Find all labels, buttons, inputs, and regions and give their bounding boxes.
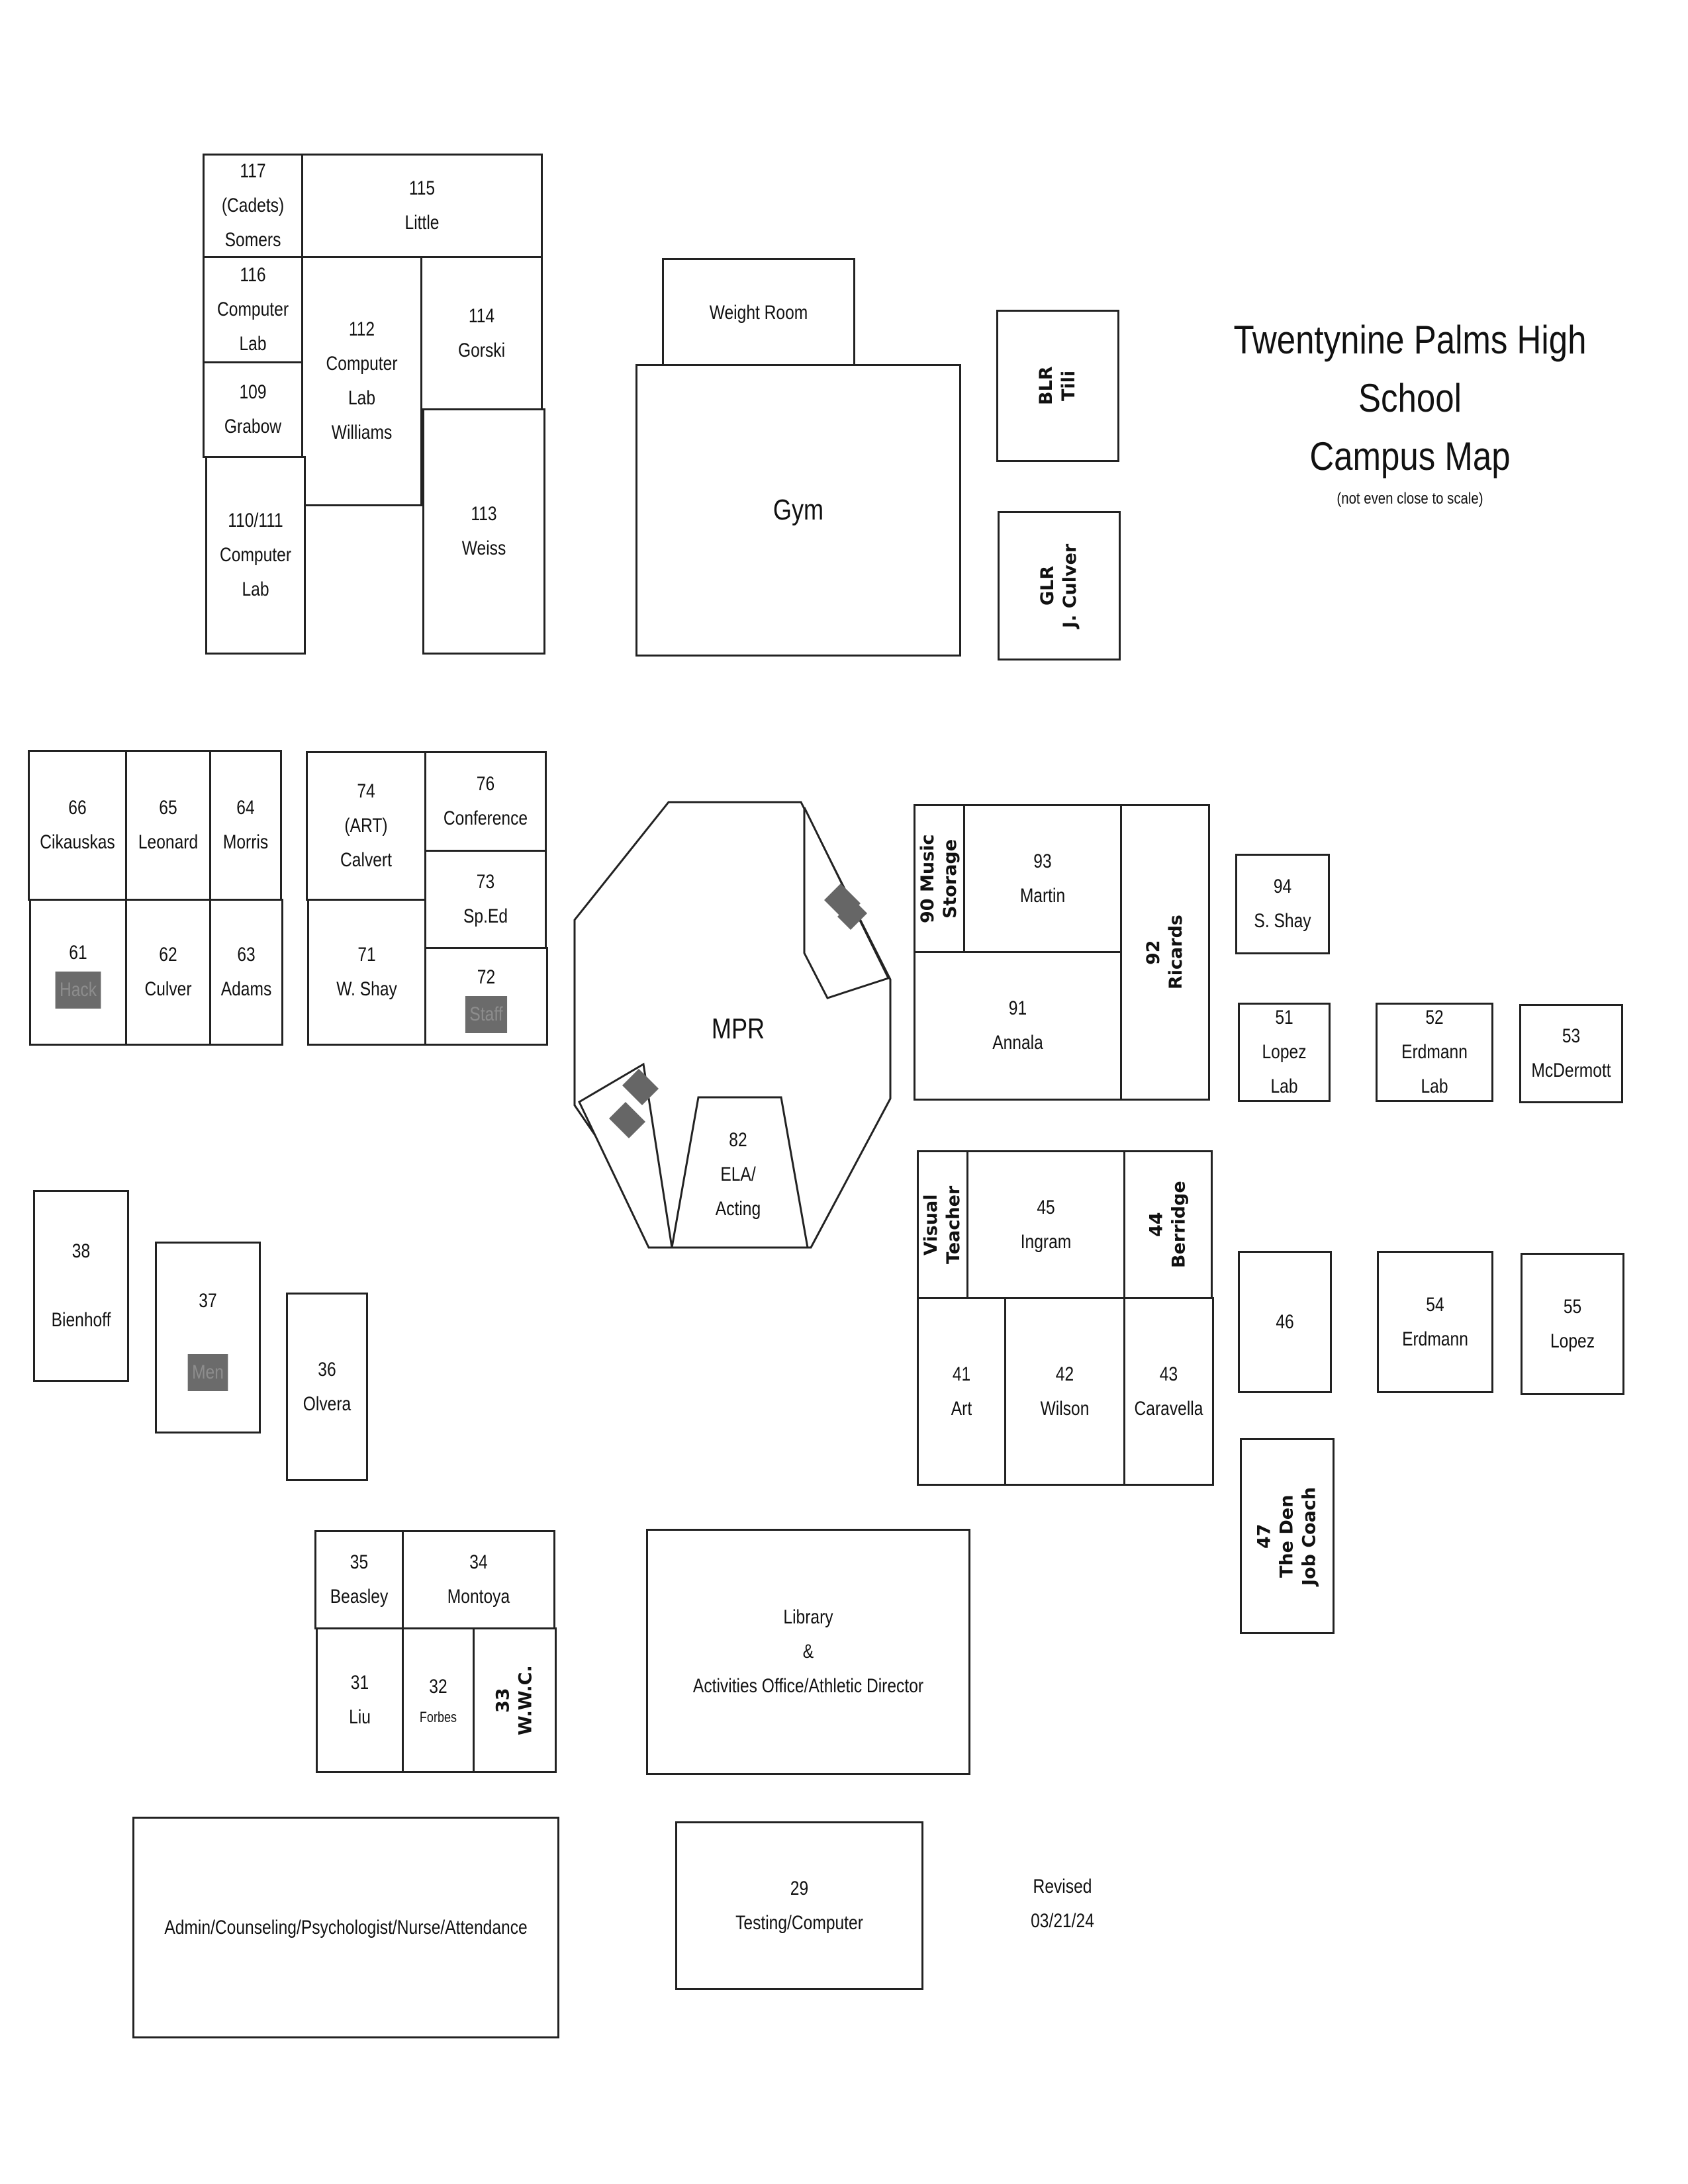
room-35[interactable]: 35 Beasley — [314, 1530, 404, 1629]
room-52[interactable]: 52 Erdmann Lab — [1376, 1003, 1493, 1102]
blr-tili[interactable]: BLR Tili — [996, 310, 1119, 462]
room-116[interactable]: 116 Computer Lab — [203, 256, 303, 363]
room-53[interactable]: 53 McDermott — [1519, 1004, 1623, 1103]
room-71[interactable]: 71 W. Shay — [307, 899, 426, 1046]
room-32-name: Forbes — [419, 1709, 457, 1725]
weight-room[interactable]: Weight Room — [662, 258, 855, 367]
room-41[interactable]: 41 Art — [917, 1297, 1006, 1486]
room-31[interactable]: 31 Liu — [316, 1627, 404, 1773]
room-45[interactable]: 45 Ingram — [966, 1150, 1125, 1299]
room-47[interactable]: 47 The Den Job Coach — [1240, 1438, 1335, 1634]
room-63[interactable]: 63 Adams — [209, 899, 283, 1046]
room-114[interactable]: 114 Gorski — [420, 256, 543, 410]
room-33[interactable]: 33 W.W.C. — [473, 1627, 557, 1773]
room-44[interactable]: 44 Berridge — [1123, 1150, 1213, 1299]
room-112[interactable]: 112 Computer Lab Williams — [301, 256, 422, 506]
room-72-redacted-label: Staff — [465, 995, 508, 1033]
admin-office[interactable]: Admin/Counseling/Psychologist/Nurse/Atte… — [132, 1817, 559, 2038]
mpr-shaded-marks — [609, 884, 867, 1138]
room-29[interactable]: 29 Testing/Computer — [675, 1821, 923, 1990]
map-subtitle: Campus Map — [1309, 434, 1511, 478]
glr-j-culver[interactable]: GLR J. Culver — [998, 511, 1121, 660]
gym[interactable]: Gym — [635, 364, 961, 657]
room-72-number: 72 — [477, 966, 496, 988]
room-66[interactable]: 66 Cikauskas — [28, 750, 127, 901]
room-51[interactable]: 51 Lopez Lab — [1238, 1003, 1331, 1102]
room-93[interactable]: 93 Martin — [963, 804, 1122, 953]
room-113[interactable]: 113 Weiss — [422, 408, 545, 655]
room-32-number: 32 — [429, 1676, 447, 1698]
room-42[interactable]: 42 Wilson — [1004, 1297, 1125, 1486]
room-55[interactable]: 55 Lopez — [1521, 1253, 1624, 1395]
visual-teacher-room[interactable]: Visual Teacher — [917, 1150, 968, 1299]
room-54[interactable]: 54 Erdmann — [1377, 1251, 1493, 1393]
room-37-number: 37 — [199, 1290, 217, 1312]
room-110-111[interactable]: 110/111 Computer Lab — [205, 456, 306, 655]
school-name: Twentynine Palms High School — [1233, 318, 1587, 420]
room-62[interactable]: 62 Culver — [125, 899, 211, 1046]
room-109[interactable]: 109 Grabow — [203, 361, 303, 458]
library-activities-office[interactable]: Library & Activities Office/Athletic Dir… — [646, 1529, 970, 1775]
room-38[interactable]: 38 Bienhoff — [33, 1190, 129, 1382]
room-94[interactable]: 94 S. Shay — [1235, 854, 1330, 954]
room-61-redacted-label: Hack — [55, 972, 101, 1009]
room-37-redacted-label: Men — [187, 1354, 228, 1391]
room-92[interactable]: 92 Ricards — [1120, 804, 1210, 1101]
room-90-music-storage[interactable]: 90 Music Storage — [914, 804, 965, 953]
room-43[interactable]: 43 Caravella — [1123, 1297, 1214, 1486]
room-64[interactable]: 64 Morris — [209, 750, 282, 901]
room-36[interactable]: 36 Olvera — [286, 1293, 368, 1481]
room-76[interactable]: 76 Conference — [424, 751, 547, 852]
revision-date: Revised 03/21/24 — [1031, 1876, 1094, 1932]
room-82-outline — [671, 1096, 809, 1249]
room-117[interactable]: 117 (Cadets) Somers — [203, 154, 303, 258]
room-65[interactable]: 65 Leonard — [125, 750, 211, 901]
room-115[interactable]: 115 Little — [301, 154, 543, 258]
room-34[interactable]: 34 Montoya — [402, 1530, 555, 1629]
mpr-label: MPR — [711, 1013, 765, 1045]
scale-note: (not even close to scale) — [1336, 490, 1483, 508]
room-91[interactable]: 91 Annala — [914, 951, 1122, 1101]
room-46[interactable]: 46 — [1238, 1251, 1332, 1393]
room-61-number: 61 — [69, 942, 87, 964]
map-title-block: Twentynine Palms High School Campus Map … — [1178, 311, 1642, 512]
room-82-label: 82 ELA/ Acting — [715, 1129, 761, 1220]
